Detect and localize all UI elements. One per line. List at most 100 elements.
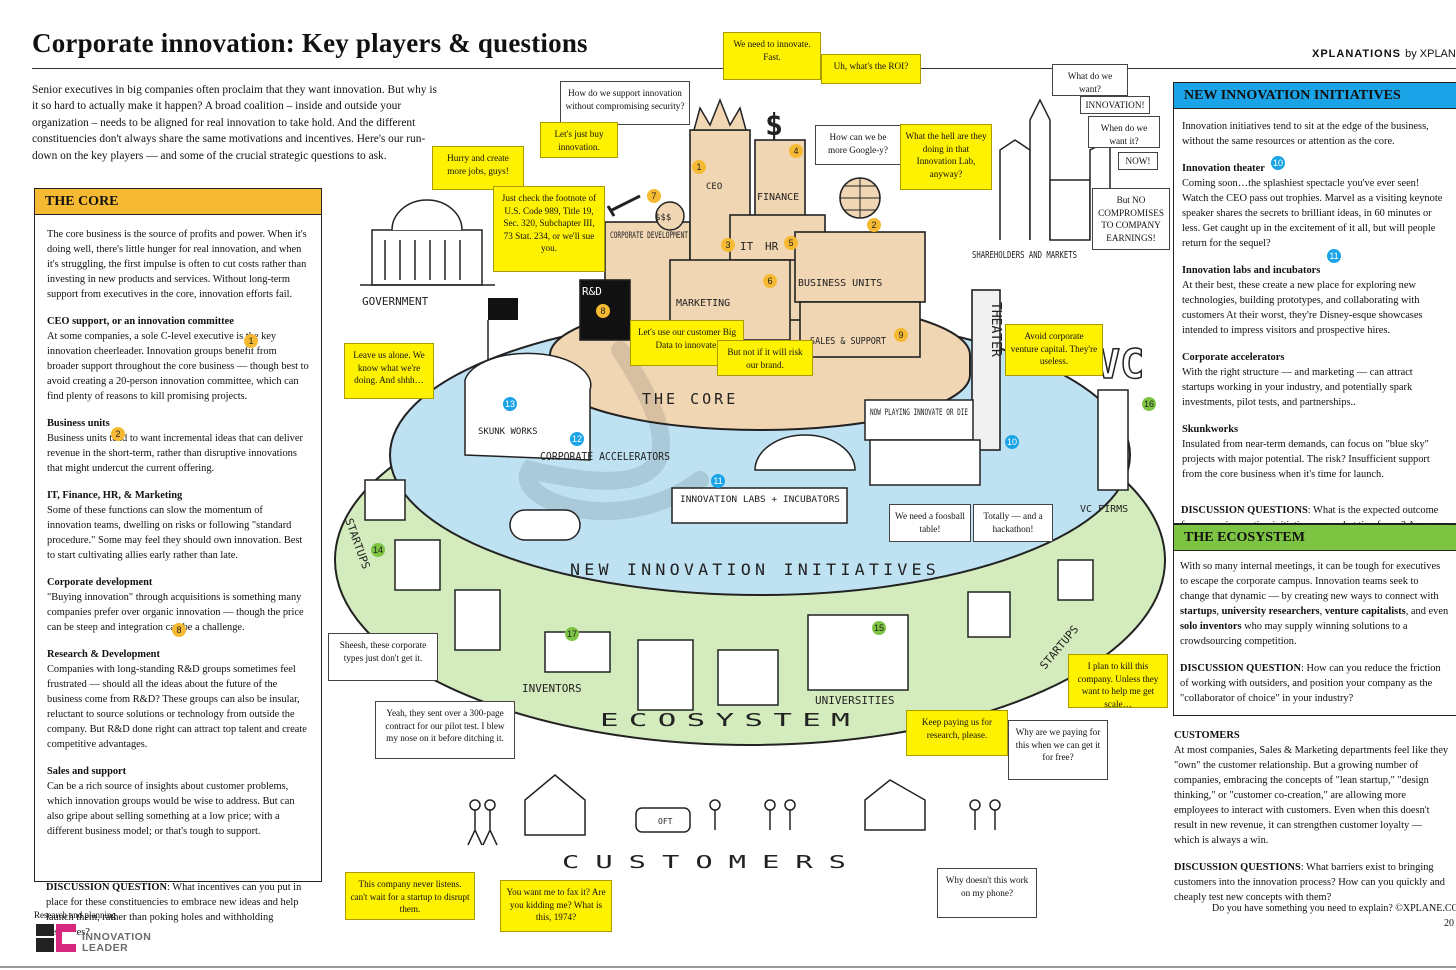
ecosystem-text-a: With so many internal meetings, it can b… (1180, 561, 1441, 602)
bubble-fax: You want me to fax it? Are you kidding m… (500, 880, 612, 932)
footer-rule (0, 966, 1456, 968)
bubble-innovation-shout: INNOVATION! (1080, 96, 1150, 114)
label-now-playing: NOW PLAYING INNOVATE OR DIE (870, 408, 968, 418)
bubble-hackathon: Totally — and a hackathon! (973, 504, 1053, 542)
label-ecosystem: ECOSYSTEM (600, 710, 860, 731)
core-ss-text: Can be a rich source of insights about c… (47, 781, 295, 837)
customer-houses (524, 774, 926, 836)
bubble-googley: How can we be more Google-y? (815, 125, 901, 165)
core-panel: THE CORE The core business is the source… (34, 188, 322, 882)
marker-7: 7 (647, 189, 661, 203)
bubble-leave-alone: Leave us alone. We know what we're doing… (344, 343, 434, 399)
ecosystem-text-d: , and even (1405, 606, 1449, 617)
rocket-tube (509, 509, 581, 541)
labs-dome (754, 434, 856, 471)
ecosystem-solo: solo inventors (1180, 621, 1242, 632)
bubble-sheesh: Sheesh, these corporate types just don't… (328, 633, 438, 681)
footer-credit: Do you have something you need to explai… (1212, 903, 1456, 914)
core-ceo-title: CEO support, or an innovation committee (47, 316, 234, 327)
marker-11: 11 (711, 474, 725, 488)
label-rd: R&D (582, 285, 602, 298)
marker-9: 9 (894, 328, 908, 342)
marker-5: 5 (784, 236, 798, 250)
label-labs: INNOVATION LABS + INCUBATORS (680, 495, 840, 505)
core-heading: THE CORE (35, 189, 321, 215)
core-marker-8: 8 (172, 623, 186, 637)
marker-2: 2 (867, 218, 881, 232)
core-rd-title: Research & Development (47, 649, 160, 660)
marker-14: 14 (371, 543, 385, 557)
customer-people (467, 799, 1001, 846)
pirate-flag-icon (488, 298, 518, 320)
brand-name: XPLANATIONS (1312, 48, 1402, 60)
ecosystem-heading: THE ECOSYSTEM (1174, 525, 1456, 551)
label-hr: HR (765, 240, 779, 253)
bubble-no-compromises: But NO COMPROMISES TO COMPANY EARNINGS! (1092, 188, 1170, 250)
bubble-innovation-lab: What the hell are they doing in that Inn… (900, 124, 992, 190)
label-inventors: INVENTORS (522, 682, 582, 695)
ecosystem-vc: venture capitalists (1324, 606, 1406, 617)
marquee (864, 399, 974, 441)
label-sales: SALES & SUPPORT (810, 336, 886, 347)
marker-17: 17 (565, 627, 579, 641)
logo-line1: INNOVATION (82, 931, 152, 943)
ecosystem-dq-title: DISCUSSION QUESTION (1180, 663, 1301, 674)
core-dq-title: DISCUSSION QUESTION (46, 882, 167, 893)
marker-8: 8 (596, 304, 610, 318)
customers-dq-text: : What barriers exist to bringing custom… (1174, 862, 1445, 903)
ecosystem-dq-text: : How can you reduce the friction of wor… (1180, 663, 1441, 704)
core-rd-text: Companies with long-standing R&D groups … (47, 664, 307, 750)
government-building (360, 199, 495, 286)
ecosystem-researchers: university researchers (1221, 606, 1320, 617)
bubble-footnote: Just check the footnote of U.S. Code 989… (493, 186, 605, 272)
dollar-icon: $ (765, 108, 783, 143)
label-shareholders: SHAREHOLDERS AND MARKETS (972, 250, 1077, 261)
bubble-buy-innovation: Let's just buy innovation. (540, 122, 618, 158)
bubble-why-paying: Why are we paying for this when we can g… (1008, 720, 1108, 780)
core-bu-title: Business units (47, 418, 110, 429)
footer-research: Research and planning (34, 910, 116, 920)
core-buildings (579, 129, 926, 363)
marker-13: 13 (503, 397, 517, 411)
footer-year: 20 (1444, 918, 1454, 929)
core-marker-1: 1 (244, 334, 258, 348)
innovation-heading: NEW INNOVATION INITIATIVES (1174, 83, 1456, 109)
bubble-what-want: What do we want? (1052, 64, 1128, 96)
marker-15: 15 (872, 621, 886, 635)
label-vc: VC (1096, 342, 1144, 388)
marker-10: 10 (1005, 435, 1019, 449)
innovation-labs-title: Innovation labs and incubators (1182, 265, 1321, 276)
logo-line2: LEADER (82, 942, 129, 954)
innovation-intro: Innovation initiatives tend to sit at th… (1182, 121, 1429, 147)
innovation-marker-11: 11 (1327, 249, 1341, 263)
bubble-innovate-fast: We need to innovate. Fast. (723, 32, 821, 80)
label-car-plate: OFT (658, 817, 673, 826)
innovation-dq-title: DISCUSSION QUESTIONS (1181, 505, 1308, 516)
label-government: GOVERNMENT (362, 295, 429, 308)
label-it: IT (740, 240, 754, 253)
innovation-skunk-text: Insulated from near-term demands, can fo… (1182, 439, 1430, 480)
core-intro: The core business is the source of profi… (47, 229, 307, 300)
crown-icon (693, 97, 747, 131)
skunkworks-building (464, 352, 592, 461)
innovation-theater-text: Coming soon…the splashiest spectacle you… (1182, 178, 1443, 249)
label-business-units: BUSINESS UNITS (798, 278, 882, 289)
moneybag-icon (655, 201, 685, 231)
innovation-leader-logo-icon (36, 924, 76, 952)
bubble-never-listens: This company never listens. can't wait f… (345, 872, 475, 920)
marker-6: 6 (763, 274, 777, 288)
customers-text: At most companies, Sales & Marketing dep… (1174, 745, 1449, 846)
label-universities: UNIVERSITIES (815, 694, 894, 707)
innovation-labs-text: At their best, these create a new place … (1182, 280, 1423, 336)
core-bu-text: Business units tend to want incremental … (47, 433, 303, 474)
brand-logo: XPLANATIONS by XPLANE (1312, 48, 1456, 60)
core-ceo-text: At some companies, a sole C-level execut… (47, 331, 309, 402)
page-title: Corporate innovation: Key players & ques… (32, 28, 588, 58)
marker-4: 4 (789, 144, 803, 158)
innovation-marker-10: 10 (1271, 156, 1285, 170)
ecosystem-text-e: who may supply winning solutions to a cr… (1180, 621, 1408, 647)
bubble-contract: Yeah, they sent over a 300-page contract… (375, 701, 515, 759)
bubble-keep-paying: Keep paying us for research, please. (906, 710, 1008, 756)
